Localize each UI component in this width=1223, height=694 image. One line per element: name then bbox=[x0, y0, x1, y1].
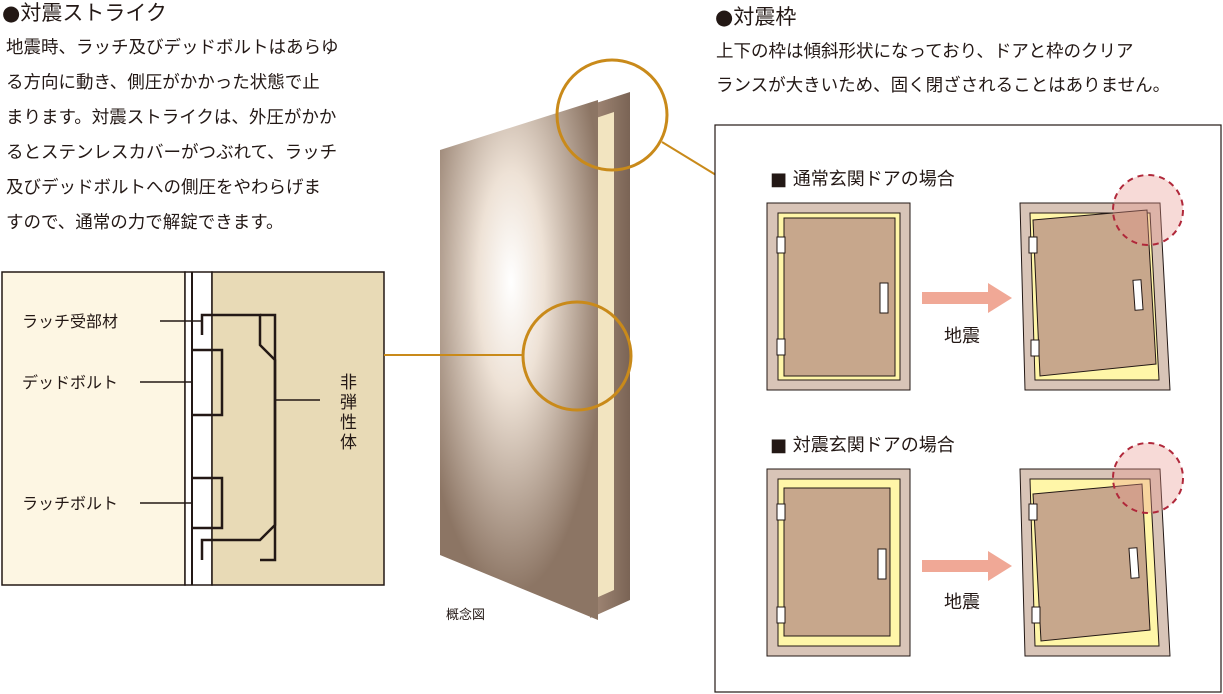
strike-line: る方向に動き、側圧がかかった状態で止 bbox=[6, 73, 320, 93]
hinge-icon bbox=[776, 503, 786, 521]
latchbolt-shape bbox=[192, 476, 224, 530]
hinge-icon bbox=[1030, 339, 1040, 357]
quake-label-normal: 地震 bbox=[944, 326, 980, 347]
handle-icon bbox=[1132, 279, 1144, 311]
door-frame-edge bbox=[596, 112, 614, 598]
hinge-icon bbox=[776, 236, 786, 254]
handle-icon bbox=[877, 548, 887, 580]
quake-label-seismic: 地震 bbox=[944, 592, 980, 613]
deadbolt-shape bbox=[192, 348, 224, 417]
label-latch: ラッチボルト bbox=[22, 494, 118, 513]
handle-icon bbox=[879, 282, 889, 314]
strike-line: まります。対震ストライクは、外圧がかか bbox=[6, 108, 337, 128]
strike-line: るとステンレスカバーがつぶれて、ラッチ bbox=[6, 143, 338, 163]
handle-icon bbox=[1128, 547, 1140, 579]
concept-caption: 概念図 bbox=[446, 608, 486, 623]
strike-right-panel bbox=[211, 271, 385, 586]
frame-line: 上下の枠は傾斜形状になっており、ドアと枠のクリア bbox=[716, 42, 1134, 62]
quake-arrow-normal bbox=[922, 283, 1012, 313]
zoom-circle-top bbox=[555, 58, 669, 172]
label-deadbolt: デッドボルト bbox=[22, 373, 118, 392]
hinge-icon bbox=[1028, 236, 1038, 254]
normal-door-after bbox=[1032, 209, 1157, 377]
clearance-highlight-circle bbox=[1112, 442, 1184, 514]
strike-line: 地震時、ラッチ及びデッドボルトはあらゆ bbox=[6, 38, 339, 58]
label-receiver: ラッチ受部材 bbox=[22, 312, 118, 331]
hinge-icon bbox=[1028, 503, 1038, 521]
seismic-door-after bbox=[1032, 483, 1151, 642]
door-panel bbox=[440, 100, 598, 620]
hinge-icon bbox=[1031, 606, 1041, 624]
strike-line: 及びデッドボルトへの側圧をやわらげま bbox=[6, 178, 321, 198]
strike-cover-shape bbox=[260, 313, 277, 562]
frame-heading: ●対震枠 bbox=[715, 5, 797, 29]
normal-title: ■ 通常玄関ドアの場合 bbox=[770, 169, 955, 190]
seismic-title: ■ 対震玄関ドアの場合 bbox=[770, 435, 955, 456]
strike-heading: ●対震ストライク bbox=[2, 1, 167, 25]
seismic-door-before bbox=[783, 487, 891, 637]
stuck-highlight-circle bbox=[1112, 174, 1184, 246]
normal-door-before bbox=[783, 217, 896, 377]
leader-concept-right bbox=[661, 141, 717, 176]
strike-line: すので、通常の力で解錠できます。 bbox=[6, 213, 284, 233]
label-material: 非弾性体 bbox=[336, 373, 357, 453]
strike-gap bbox=[184, 271, 213, 586]
zoom-circle-middle bbox=[521, 300, 633, 412]
hinge-icon bbox=[776, 606, 786, 624]
hinge-icon bbox=[776, 338, 786, 356]
quake-arrow-seismic bbox=[922, 551, 1012, 581]
frame-line: ランスが大きいため、固く閉ざされることはありません。 bbox=[716, 76, 1171, 96]
